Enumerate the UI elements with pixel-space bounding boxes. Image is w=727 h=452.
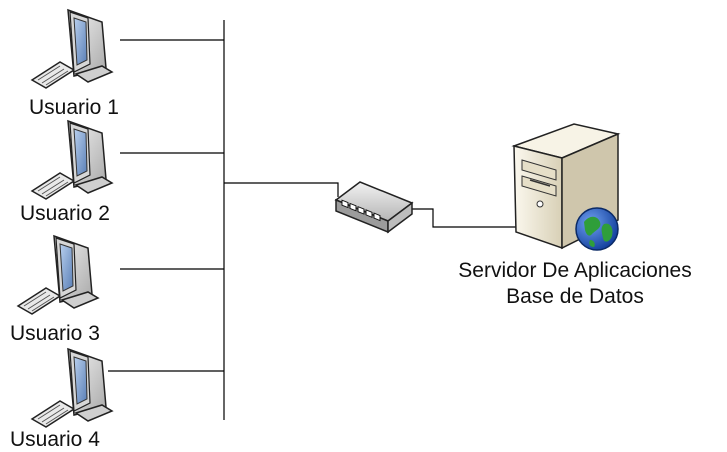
connections: [108, 20, 522, 420]
user-4-label: Usuario 4: [10, 428, 100, 451]
globe-icon: [575, 207, 619, 251]
user-3-computer: [17, 235, 99, 315]
server-link: [410, 208, 522, 228]
user-2-computer: [31, 120, 113, 200]
desktop-computer-icon: [31, 120, 113, 200]
server-label-line2: Base de Datos: [506, 285, 644, 308]
user-2-label: Usuario 2: [20, 202, 110, 225]
user-1-computer: [31, 9, 113, 89]
server-label-line1: Servidor De Aplicaciones: [458, 259, 692, 282]
user-1-label: Usuario 1: [29, 96, 119, 119]
user-3-label: Usuario 3: [10, 322, 100, 345]
server-tower-icon: [511, 123, 621, 250]
user-4-computer: [31, 348, 113, 428]
switch-link: [224, 182, 339, 197]
desktop-computer-icon: [31, 348, 113, 428]
desktop-computer-icon: [31, 9, 113, 89]
network-switch-icon: [334, 181, 414, 234]
desktop-computer-icon: [17, 235, 99, 315]
